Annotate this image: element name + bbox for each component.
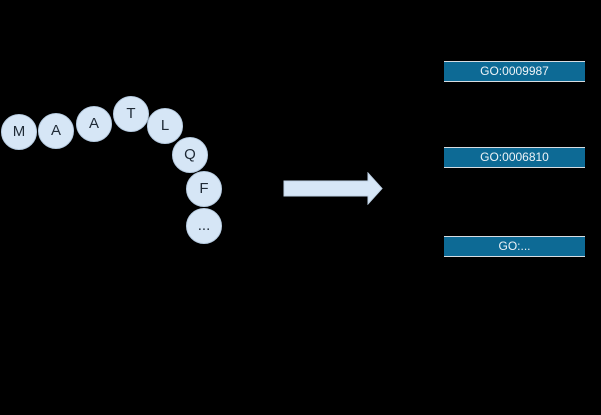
residue-2: A xyxy=(38,113,74,149)
go-term-2: GO:0006810 xyxy=(444,147,585,168)
residue-7: F xyxy=(186,171,222,207)
residue-3: A xyxy=(76,106,112,142)
residue-4: T xyxy=(113,96,149,132)
residue-1: M xyxy=(1,114,37,150)
go-term-ellipsis: GO:... xyxy=(444,236,585,257)
residue-6: Q xyxy=(172,137,208,173)
residue-ellipsis: ... xyxy=(186,208,222,244)
residue-5: L xyxy=(147,108,183,144)
right-arrow-icon xyxy=(283,172,383,205)
go-term-1: GO:0009987 xyxy=(444,61,585,82)
